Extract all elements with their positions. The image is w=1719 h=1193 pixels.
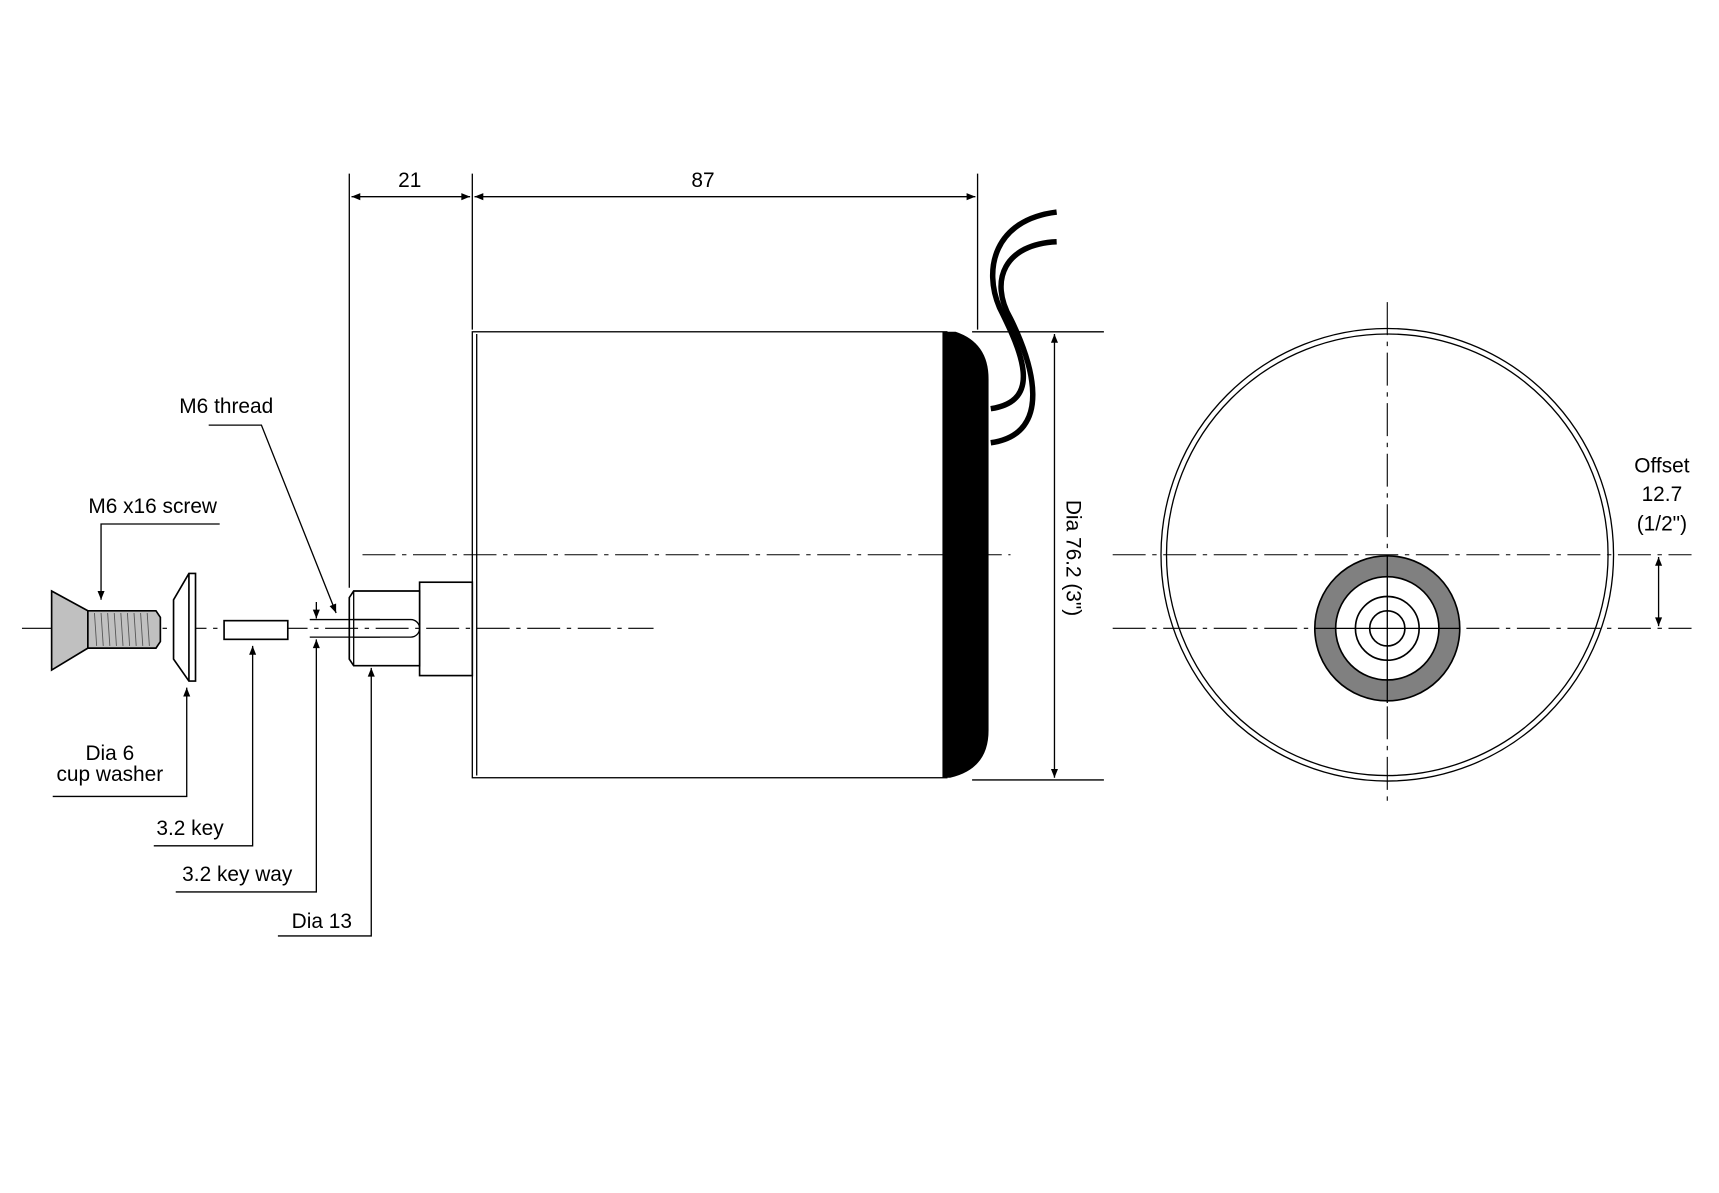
dim-21-label: 21 bbox=[398, 169, 421, 192]
svg-text:(1/2"): (1/2") bbox=[1637, 513, 1687, 536]
svg-text:Offset: Offset bbox=[1634, 454, 1689, 477]
dim-87-label: 87 bbox=[691, 169, 714, 192]
key bbox=[223, 619, 289, 641]
svg-text:Dia 6: Dia 6 bbox=[85, 742, 134, 765]
screw bbox=[50, 589, 162, 672]
callout-screw: M6 x16 screw bbox=[88, 495, 220, 600]
dimension-diameter: Dia 76.2 (3") bbox=[972, 331, 1104, 781]
callout-m6-thread: M6 thread bbox=[179, 395, 337, 614]
lead-wires bbox=[990, 209, 1058, 446]
svg-text:12.7: 12.7 bbox=[1642, 483, 1683, 506]
callout-washer: Dia 6 cup washer bbox=[52, 687, 191, 798]
callout-key-way: 3.2 key way bbox=[175, 601, 320, 893]
svg-text:3.2 key: 3.2 key bbox=[156, 817, 224, 840]
dimension-87: 87 bbox=[474, 169, 979, 330]
svg-text:M6 thread: M6 thread bbox=[179, 395, 273, 418]
svg-text:Dia 13: Dia 13 bbox=[292, 910, 352, 933]
svg-text:cup washer: cup washer bbox=[57, 763, 164, 786]
svg-text:3.2 key way: 3.2 key way bbox=[182, 863, 293, 886]
end-cap bbox=[942, 331, 989, 778]
cup-washer bbox=[172, 572, 197, 682]
svg-text:M6 x16 screw: M6 x16 screw bbox=[88, 495, 218, 518]
end-view bbox=[1112, 302, 1692, 808]
dimension-offset: Offset 12.7 (1/2") bbox=[1634, 454, 1690, 627]
keyway-dimension bbox=[309, 618, 381, 638]
callout-shaft-dia: Dia 13 bbox=[277, 667, 375, 937]
callout-key: 3.2 key bbox=[153, 645, 257, 847]
dimension-21: 21 bbox=[348, 169, 473, 588]
dim-diameter-label: Dia 76.2 (3") bbox=[1062, 500, 1085, 616]
